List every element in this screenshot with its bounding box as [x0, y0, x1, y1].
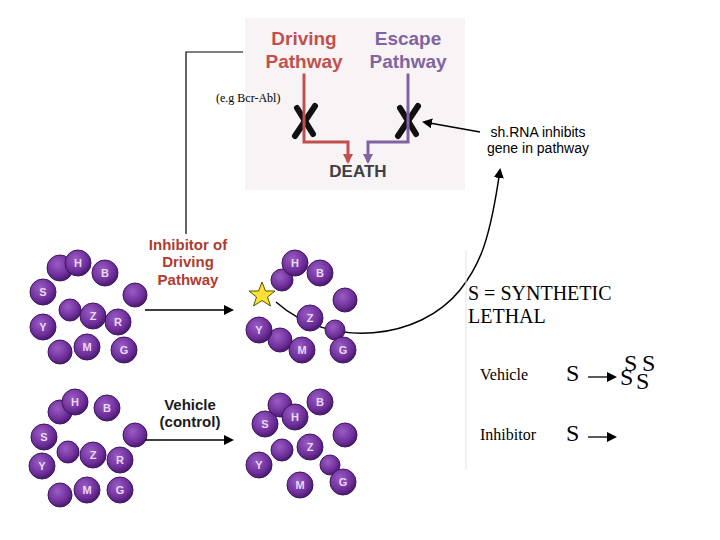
definition-text: S = SYNTHETIC LETHAL — [468, 282, 668, 328]
cell-symbol: S — [620, 364, 633, 392]
cell-letter: B — [101, 267, 109, 279]
cell-symbol: S — [566, 420, 579, 448]
cell-circle: B — [306, 388, 334, 416]
cell-circle: H — [64, 249, 92, 277]
cell-circle: H — [281, 403, 309, 431]
cell-circle: G — [110, 336, 138, 364]
treatment-arrow — [145, 309, 232, 311]
pathway-label: Escape Pathway — [362, 28, 454, 74]
cell-letter: M — [82, 484, 91, 496]
cell-circle: B — [93, 394, 121, 422]
callout-arrow — [424, 122, 480, 132]
cell-circle: M — [288, 336, 316, 364]
cell-circle: M — [286, 471, 314, 499]
cell-letter: H — [74, 257, 82, 269]
cell-letter: Y — [39, 321, 46, 333]
cell-circle: Z — [296, 433, 324, 461]
cell-letter: Z — [90, 449, 97, 461]
pathway-label: Driving Pathway — [258, 28, 350, 74]
condition-label: Vehicle — [480, 366, 528, 384]
cell-letter: Z — [90, 310, 97, 322]
cell-circle: G — [329, 468, 357, 496]
cell-letter: S — [40, 431, 47, 443]
node-text: Escape Pathway — [362, 28, 454, 74]
cell-letter: M — [297, 344, 306, 356]
cell-letter: Y — [255, 459, 262, 471]
node-text: DEATH — [318, 162, 398, 182]
cell-circle: Y — [28, 452, 56, 480]
treatment-label: Inhibitor of Driving Pathway — [146, 236, 230, 288]
block-mark — [295, 106, 418, 136]
cell-symbol: S — [636, 368, 649, 396]
cell-circle: S — [251, 410, 279, 438]
cell-circle: Z — [79, 441, 107, 469]
star-marker — [249, 282, 275, 306]
cell-letter: R — [114, 316, 122, 328]
cell-circle: S — [30, 423, 58, 451]
cell-letter: H — [291, 257, 299, 269]
leader-line — [186, 52, 243, 234]
cell-letter: S — [261, 418, 268, 430]
cell-letter: Z — [307, 312, 314, 324]
pathway-arrow — [368, 74, 408, 162]
cell-circle: Y — [29, 313, 57, 341]
cell-letter: G — [120, 344, 129, 356]
result-arrow — [588, 436, 615, 437]
cell-circle: B — [306, 259, 334, 287]
cell-symbol: S — [566, 360, 579, 388]
pathway-arrow — [304, 74, 348, 162]
cell-circle: Y — [245, 451, 273, 479]
cell-letter: G — [339, 476, 348, 488]
cell-letter: H — [71, 396, 79, 408]
cell-letter: B — [316, 267, 324, 279]
cell-circle: S — [29, 278, 57, 306]
example-note: (e.g Bcr-Abl) — [216, 92, 280, 106]
cell-circle: H — [61, 388, 89, 416]
callout-text: sh.RNA inhibits gene in pathway — [474, 124, 602, 156]
cell-letter: Y — [255, 324, 262, 336]
result-arrow — [588, 376, 615, 377]
outcome-label: DEATH — [318, 162, 398, 182]
treatment-label: Vehicle (control) — [148, 396, 232, 431]
cell-circle: Y — [245, 316, 273, 344]
cell-circle: R — [106, 446, 134, 474]
cell-letter: Z — [307, 441, 314, 453]
cell-circle: M — [73, 333, 101, 361]
cell-letter: M — [82, 341, 91, 353]
cell-circle: Z — [79, 302, 107, 330]
cell-circle: G — [329, 336, 357, 364]
cell-letter: R — [116, 454, 124, 466]
cell-circle: B — [91, 259, 119, 287]
cell-circle: M — [73, 476, 101, 504]
node-text: Driving Pathway — [258, 28, 350, 74]
panel-border — [466, 250, 467, 470]
condition-label: Inhibitor — [480, 426, 536, 444]
cell-circle: H — [281, 249, 309, 277]
cell-letter: G — [116, 484, 125, 496]
cell-circle: G — [106, 476, 134, 504]
cell-letter: B — [316, 396, 324, 408]
cell-circle: Z — [296, 304, 324, 332]
cell-letter: S — [39, 286, 46, 298]
cell-letter: M — [295, 479, 304, 491]
cell-letter: Y — [38, 460, 45, 472]
cell-letter: H — [291, 411, 299, 423]
cell — [47, 255, 357, 507]
cell-letter: G — [339, 344, 348, 356]
cell-letter: B — [103, 402, 111, 414]
cell-circle: R — [104, 308, 132, 336]
treatment-arrow — [145, 439, 232, 441]
